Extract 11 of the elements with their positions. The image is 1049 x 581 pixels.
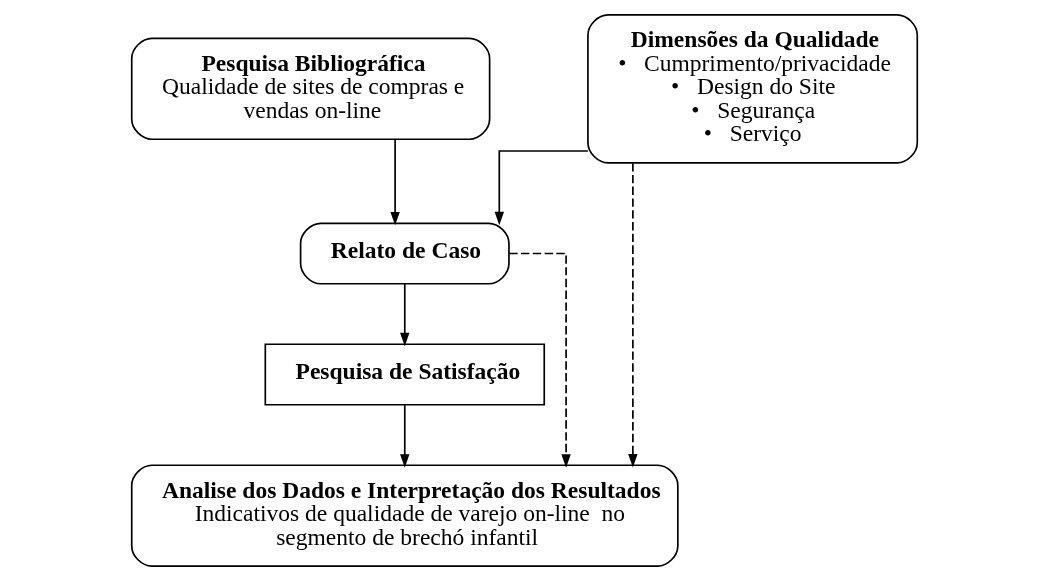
node-box: Analise dos Dados e Interpretação dos Resultados Indicativos de qualidade de varejo on-line no segmento de brechó infantil (130, 464, 679, 567)
arrow (390, 138, 400, 226)
node-box: Pesquisa Bibliográfica Qualidade de sites de compras e vendas on-line (130, 37, 491, 141)
arrow (508, 252, 571, 468)
arrow (400, 283, 410, 347)
arrow (494, 150, 589, 226)
node-box: Dimensões da Qualidade • Cumprimento/privacidade • Design do Site • Segurança • Serviço (587, 14, 919, 164)
arrow (628, 162, 638, 468)
arrow (400, 404, 410, 468)
node-box: Pesquisa de Satisfação (264, 343, 546, 406)
node-box: Relato de Caso (299, 222, 510, 285)
